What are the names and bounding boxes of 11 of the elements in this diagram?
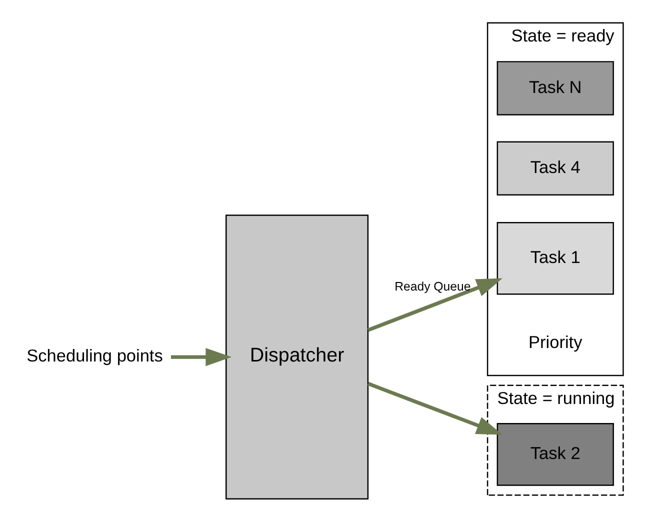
arrow <box>170 348 232 366</box>
label: Priority <box>528 332 582 352</box>
node-text: Scheduling points <box>26 346 162 366</box>
node-box: Task 2 <box>496 423 614 486</box>
arrow <box>367 278 502 332</box>
node-box: Task 1 <box>496 222 614 295</box>
arrow <box>367 382 502 435</box>
node-box: Dispatcher <box>225 214 368 500</box>
node-box: Task N <box>496 61 614 116</box>
edge-label: Ready Queue <box>394 279 470 294</box>
node-box: Task 4 <box>496 141 614 196</box>
